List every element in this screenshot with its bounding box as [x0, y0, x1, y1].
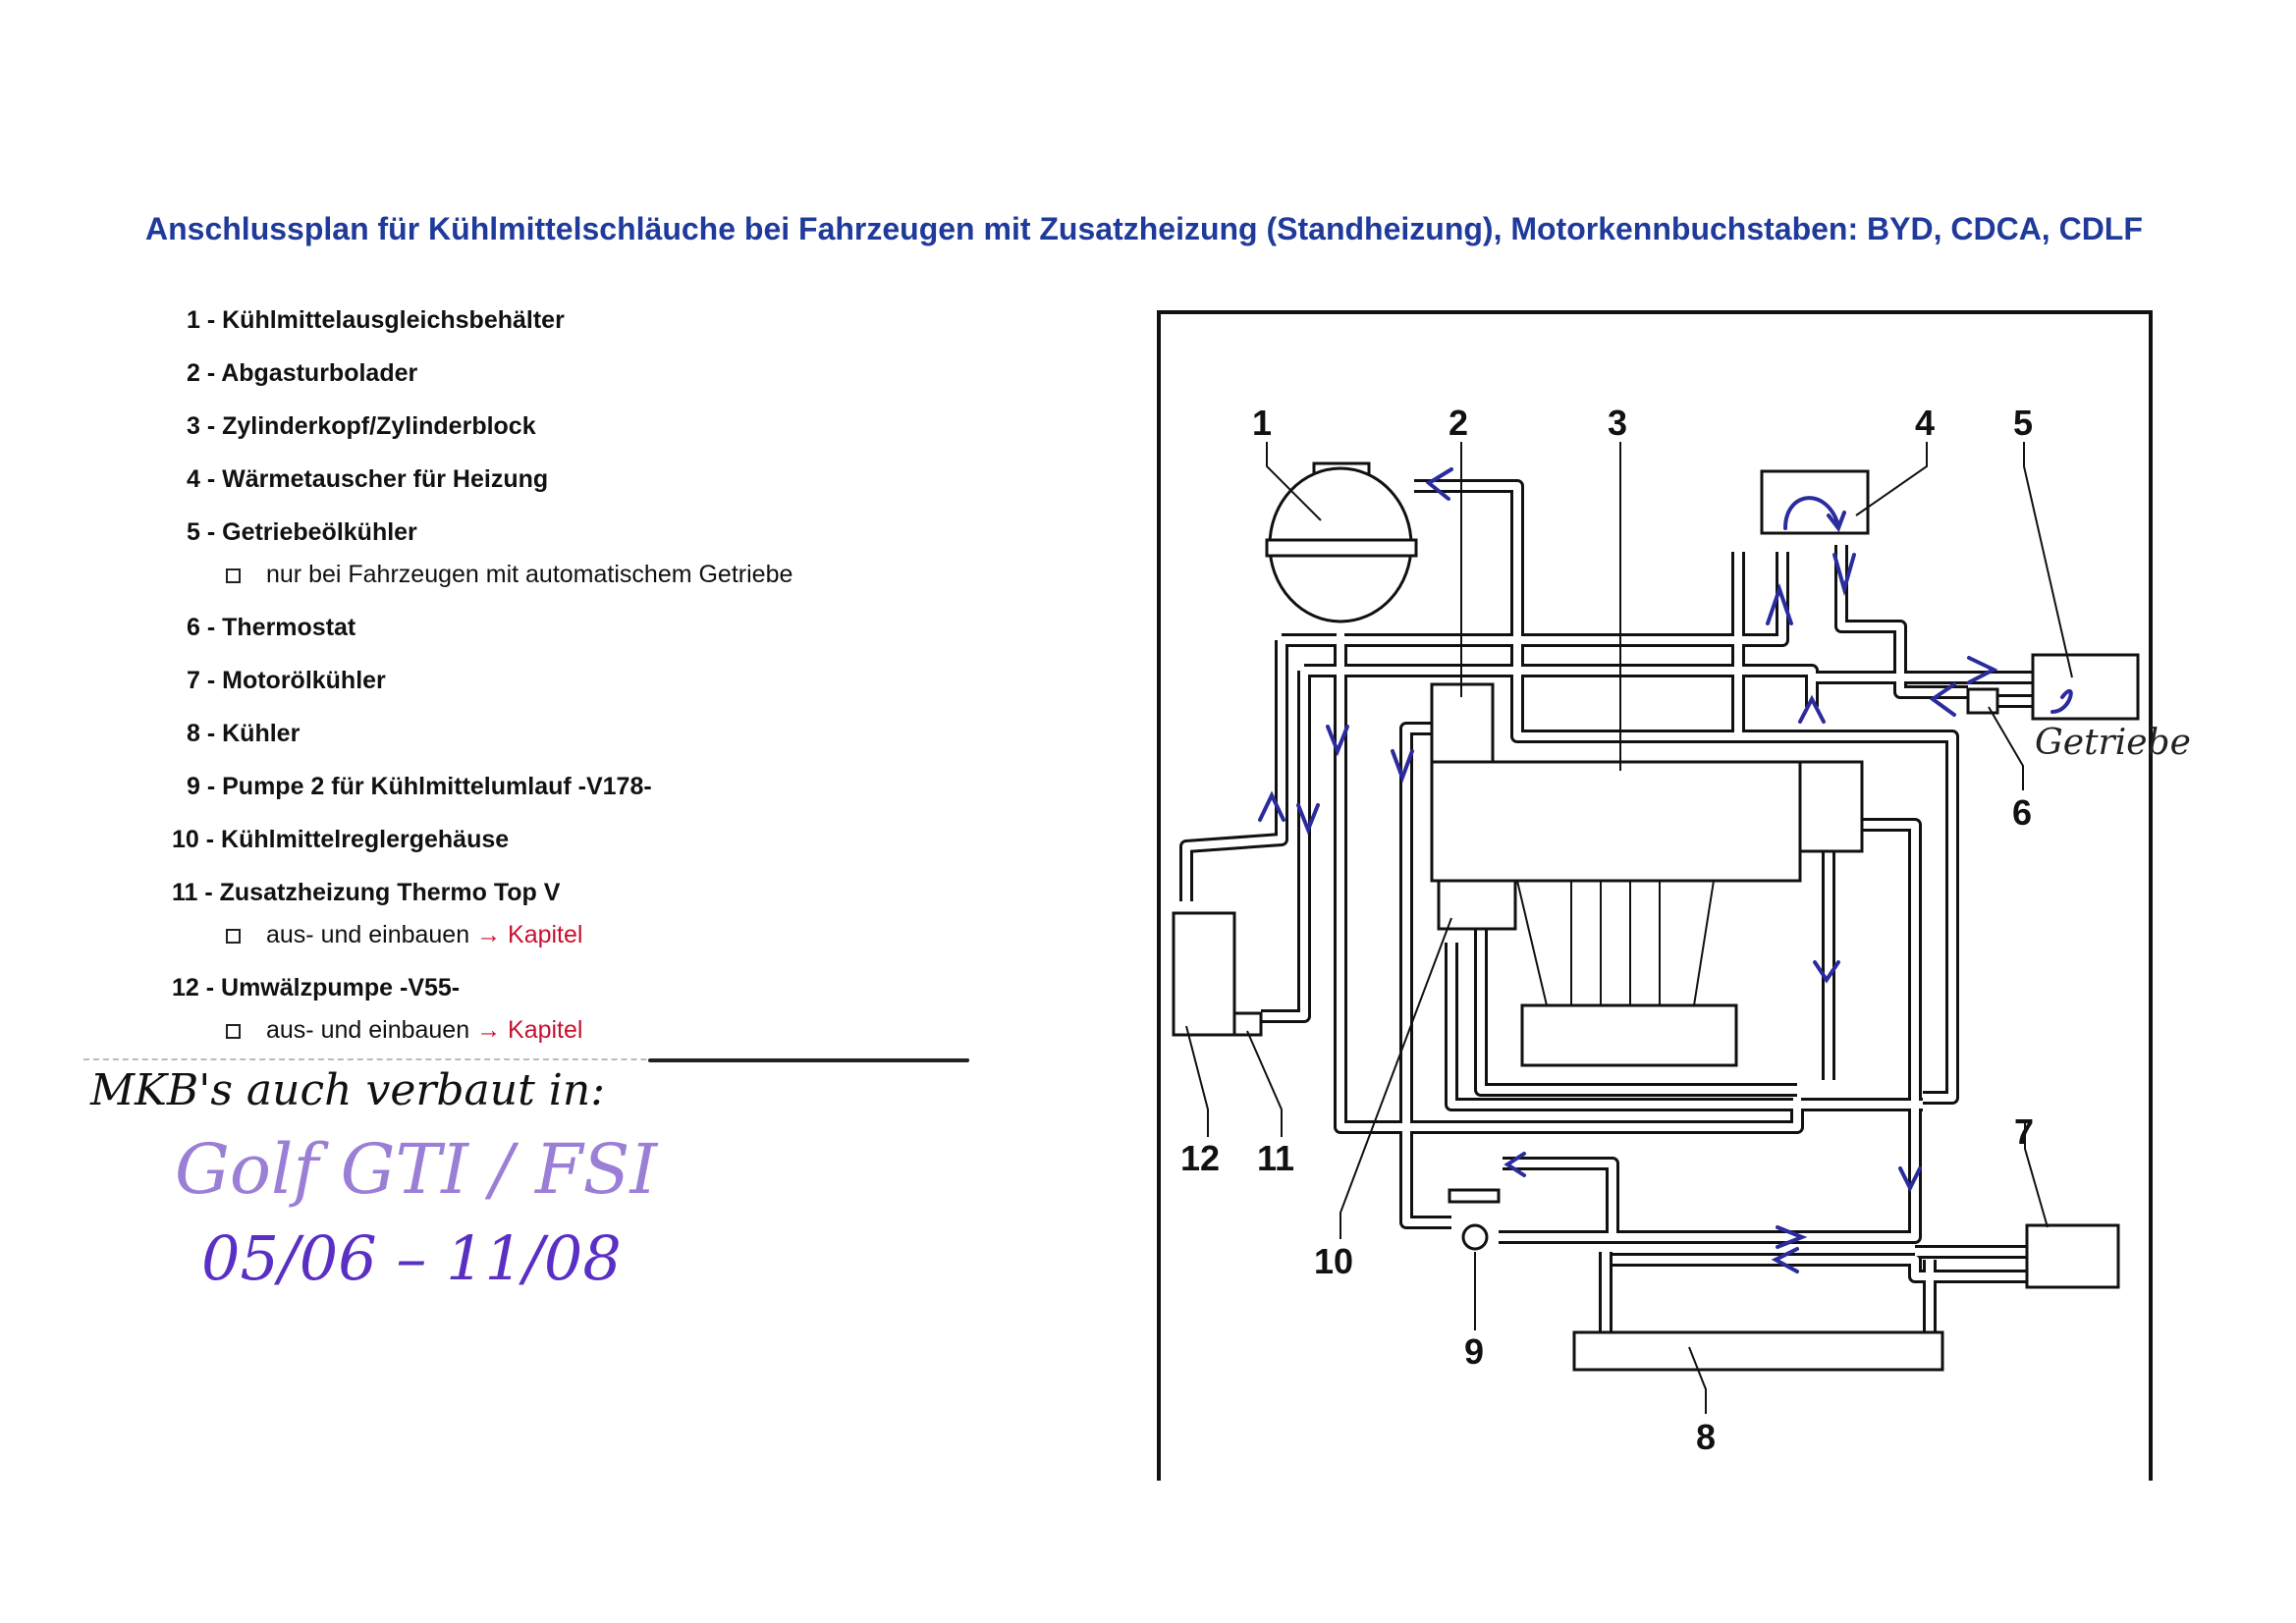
bullet-icon [226, 928, 241, 944]
engine-oil-cooler [2025, 1223, 2120, 1289]
getriebe-annotation: Getriebe [2035, 723, 2191, 763]
oil-pan [1520, 1003, 1738, 1067]
coolant-pipes [1179, 479, 2033, 1332]
legend-item: 6 - Thermostat [187, 614, 356, 641]
diagram-label-2: 2 [1449, 403, 1468, 443]
arrow-down-icon [1813, 960, 1840, 984]
arrow-right-icon [1776, 1225, 1808, 1249]
handwritten-note: MKB's auch verbaut in: [90, 1065, 606, 1115]
diagram-label-3: 3 [1608, 403, 1627, 443]
legend-item: 1 - Kühlmittelausgleichsbehälter [187, 306, 565, 334]
cylinder-head-side [1798, 760, 1864, 853]
thermostat [1966, 687, 1999, 715]
diagram-label-4: 4 [1915, 403, 1935, 443]
divider-marker [648, 1058, 969, 1062]
diagram-label-6: 6 [2012, 792, 2032, 833]
divider [83, 1058, 969, 1060]
arrow-left-icon [1425, 467, 1453, 501]
note-text: aus- und einbauen [266, 921, 470, 948]
heat-exchanger [1760, 469, 1870, 535]
note-text: aus- und einbauen [266, 1016, 470, 1044]
legend-note: aus- und einbauen → Kapitel [226, 1016, 582, 1045]
diagram-label-11: 11 [1257, 1138, 1294, 1178]
diagram-label-7: 7 [2014, 1111, 2034, 1152]
arrow-down-icon [1326, 725, 1349, 757]
diagram-frame [1157, 310, 2153, 1481]
expansion-tank-band [1265, 538, 1418, 558]
page-title: Anschlussplan für Kühlmittelschläuche be… [145, 211, 2143, 246]
legend-item: 3 - Zylinderkopf/Zylinderblock [187, 412, 536, 440]
legend-item: 7 - Motorölkühler [187, 667, 386, 694]
handwritten-model: Golf GTI / FSI [175, 1129, 658, 1210]
diagram-label-12: 12 [1180, 1138, 1220, 1178]
note-text: nur bei Fahrzeugen mit automatischem Get… [266, 561, 793, 588]
legend-item: 2 - Abgasturbolader [187, 359, 418, 387]
chapter-link[interactable]: → Kapitel [476, 1016, 583, 1044]
legend-item: 12 - Umwälzpumpe -V55- [172, 974, 461, 1001]
legend-note: nur bei Fahrzeugen mit automatischem Get… [226, 561, 793, 589]
diagram-label-5: 5 [2013, 403, 2033, 443]
legend-item: 5 - Getriebeölkühler [187, 518, 417, 546]
legend-item: 11 - Zusatzheizung Thermo Top V [172, 879, 561, 906]
legend-item: 8 - Kühler [187, 720, 301, 747]
block-ribs [1516, 880, 1715, 1006]
arrow-left-icon [1929, 682, 1956, 717]
arrow-down-icon [1296, 803, 1320, 836]
leader-lines [1185, 442, 2073, 1414]
flow-arrows [1258, 467, 2073, 1273]
arrow-curve-icon [2050, 688, 2073, 714]
arrow-curve-icon [1783, 496, 1846, 533]
radiator [1572, 1330, 1944, 1372]
arrow-right-icon [1967, 656, 1998, 684]
arrow-left-icon [1771, 1247, 1799, 1273]
diagram-label-10: 10 [1314, 1241, 1353, 1281]
arrow-up-icon [1798, 694, 1826, 724]
circulation-pump [1172, 911, 1236, 1037]
legend-item: 4 - Wärmetauscher für Heizung [187, 465, 549, 493]
arrow-down-icon [1898, 1166, 1922, 1193]
arrow-up-icon [1766, 582, 1793, 625]
arrow-down-icon [1832, 553, 1856, 597]
legend-note: aus- und einbauen → Kapitel [226, 921, 582, 949]
pump-bracket [1448, 1188, 1501, 1204]
transmission-oil-cooler [2031, 653, 2140, 721]
bullet-icon [226, 568, 241, 583]
handwritten-dates: 05/06 – 11/08 [201, 1222, 622, 1294]
diagram-label-8: 8 [1696, 1417, 1716, 1457]
arrow-left-icon [1503, 1152, 1526, 1177]
legend-item: 9 - Pumpe 2 für Kühlmittelumlauf -V178- [187, 773, 652, 800]
diagram-label-9: 9 [1464, 1331, 1484, 1372]
coolant-pump-2 [1461, 1223, 1489, 1251]
legend-item: 10 - Kühlmittelreglergehäuse [172, 826, 510, 853]
cylinder-head-block [1430, 760, 1802, 883]
auxiliary-heater [1232, 1011, 1263, 1037]
diagram-label-1: 1 [1252, 403, 1272, 443]
bullet-icon [226, 1023, 241, 1039]
turbocharger [1430, 682, 1495, 764]
chapter-link[interactable]: → Kapitel [476, 921, 583, 948]
arrow-up-icon [1258, 790, 1285, 822]
arrow-down-icon [1391, 749, 1414, 784]
